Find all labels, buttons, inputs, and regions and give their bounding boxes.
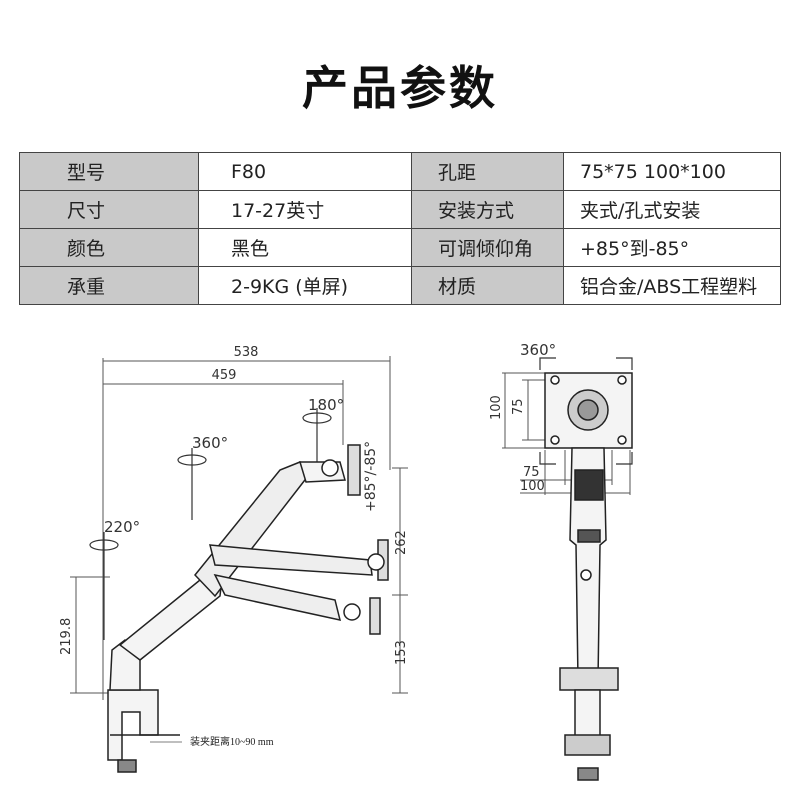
page-title: 产品参数 bbox=[302, 61, 498, 115]
front-v100: 100 bbox=[489, 395, 504, 420]
spec-key: 颜色 bbox=[19, 228, 199, 267]
spec-key: 承重 bbox=[19, 266, 199, 305]
dim-base: 219.8 bbox=[59, 618, 74, 655]
spec-key: 尺寸 bbox=[19, 190, 199, 229]
spec-value: 铝合金/ABS工程塑料 bbox=[563, 266, 781, 305]
spec-key: 型号 bbox=[19, 152, 199, 191]
rot-top-label: 180° bbox=[308, 396, 344, 414]
spec-key: 材质 bbox=[411, 266, 564, 305]
table-row: 尺寸 17-27英寸 安装方式 夹式/孔式安装 bbox=[19, 190, 781, 229]
spec-key: 可调倾仰角 bbox=[411, 228, 564, 267]
front-h75: 75 bbox=[523, 465, 540, 480]
dim-total: 538 bbox=[234, 345, 259, 360]
spec-key: 孔距 bbox=[411, 152, 564, 191]
table-row: 颜色 黑色 可调倾仰角 +85°到-85° bbox=[19, 228, 781, 267]
spec-value: 夹式/孔式安装 bbox=[563, 190, 781, 229]
spec-value: 17-27英寸 bbox=[198, 190, 412, 229]
rot-mid-label: 360° bbox=[192, 434, 228, 452]
clamp-label: 装夹距离10~90 mm bbox=[190, 735, 274, 748]
tilt-label: +85°/-85° bbox=[363, 441, 379, 512]
front-rotate-label: 360° bbox=[520, 341, 556, 359]
table-row: 承重 2-9KG (单屏) 材质 铝合金/ABS工程塑料 bbox=[19, 266, 781, 305]
spec-value: 75*75 100*100 bbox=[563, 152, 781, 191]
front-h100: 100 bbox=[520, 479, 545, 494]
dim-reach: 459 bbox=[212, 368, 237, 383]
spec-value: 2-9KG (单屏) bbox=[198, 266, 412, 305]
dim-vertical: 262 bbox=[394, 530, 409, 555]
rot-base-label: 220° bbox=[104, 518, 140, 536]
table-row: 型号 F80 孔距 75*75 100*100 bbox=[19, 152, 781, 191]
spec-key: 安装方式 bbox=[411, 190, 564, 229]
spec-value: 黑色 bbox=[198, 228, 412, 267]
spec-value: F80 bbox=[198, 152, 412, 191]
dim-bottom: 153 bbox=[394, 640, 409, 665]
spec-value: +85°到-85° bbox=[563, 228, 781, 267]
front-v75: 75 bbox=[511, 398, 526, 415]
spec-table: 型号 F80 孔距 75*75 100*100 尺寸 17-27英寸 安装方式 … bbox=[19, 152, 781, 305]
